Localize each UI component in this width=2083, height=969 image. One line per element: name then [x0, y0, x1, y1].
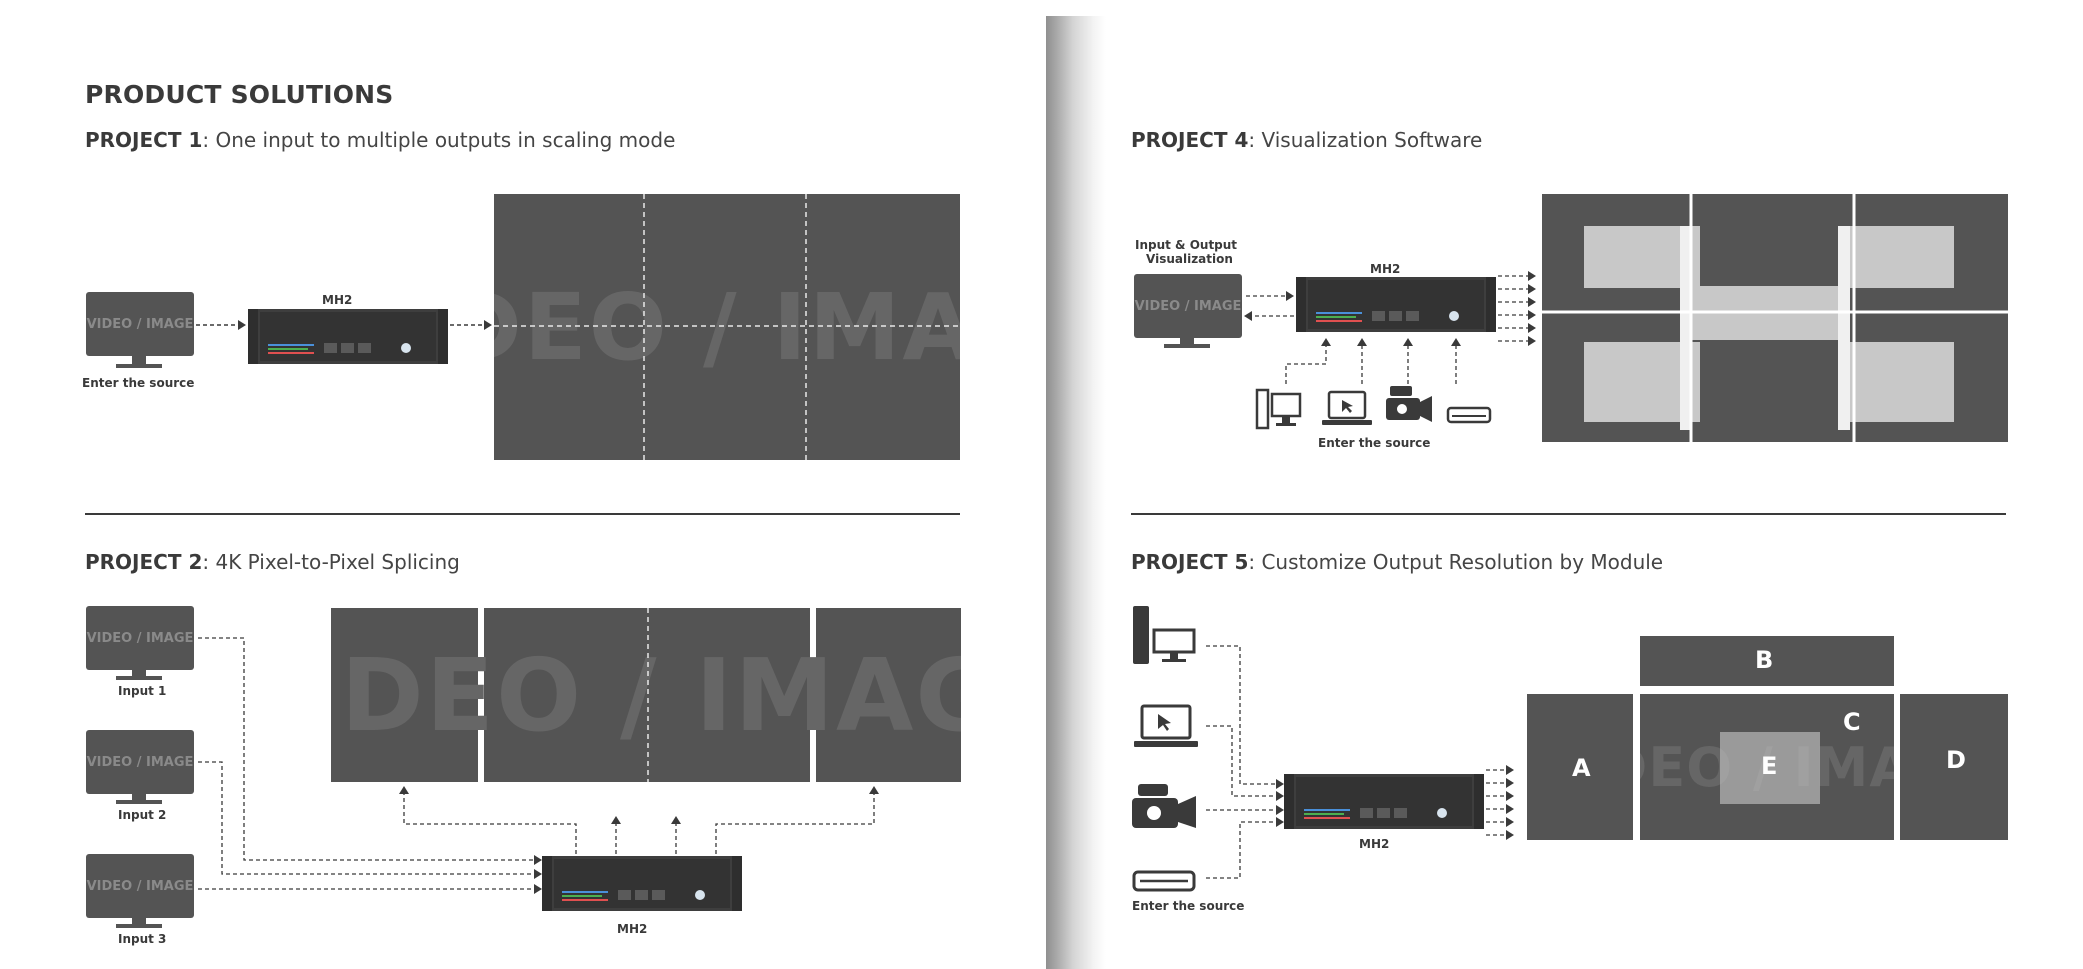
p2-input3-neck	[132, 918, 146, 924]
module-a-label: A	[1572, 754, 1591, 782]
project5-label: PROJECT 5	[1131, 550, 1249, 574]
module-e-label: E	[1761, 752, 1778, 780]
video-camera-icon	[1386, 386, 1432, 422]
p1-wall-grid	[494, 194, 960, 460]
project5-text: : Customize Output Resolution by Module	[1248, 550, 1664, 574]
p2-wall-watermark: VIDEO / IMAGE	[331, 636, 961, 754]
p2-input2-base	[116, 800, 162, 804]
p5-enter-source-label: Enter the source	[1132, 899, 1245, 913]
module-c-label: C	[1843, 708, 1861, 736]
video-camera-icon	[1132, 784, 1196, 828]
p2-wall-panel-3	[816, 608, 961, 782]
p1-source-monitor	[86, 292, 194, 356]
section-heading: PRODUCT SOLUTIONS	[85, 80, 394, 109]
p4-monitor-watermark: VIDEO / IMAGE	[1134, 298, 1242, 314]
module-b-panel	[1640, 636, 1894, 686]
project2-text: : 4K Pixel-to-Pixel Splicing	[202, 550, 460, 574]
p2-input1-base	[116, 676, 162, 680]
project4-label: PROJECT 4	[1131, 128, 1249, 152]
p1-video-wall	[494, 194, 960, 460]
p2-input2-label: Input 2	[118, 808, 167, 822]
project1-text: : One input to multiple outputs in scali…	[202, 128, 676, 152]
p4-mh2-device	[1296, 277, 1496, 332]
p4-monitor-neck	[1180, 338, 1194, 344]
p2-input2-neck	[132, 794, 146, 800]
p2-mh2-label: MH2	[617, 922, 648, 936]
p2-wall-panel-2	[484, 608, 810, 782]
project1-title: PROJECT 1: One input to multiple outputs…	[85, 128, 675, 152]
desktop-computer-icon	[1133, 606, 1196, 664]
p1-monitor-neck	[132, 356, 146, 364]
p2-mh2-device	[542, 856, 742, 911]
module-d-panel	[1900, 694, 2008, 840]
left-page	[0, 0, 1046, 969]
media-player-box-icon	[1132, 870, 1196, 892]
p2-input1-monitor	[86, 606, 194, 670]
p2-wall-grid	[647, 608, 649, 782]
mh2-device-icon	[248, 309, 448, 364]
p1-arrow-out	[450, 320, 492, 330]
project4-text: : Visualization Software	[1248, 128, 1483, 152]
p2-input2-monitor	[86, 730, 194, 794]
mh2-device-icon	[1296, 277, 1496, 332]
p2-input1-watermark: VIDEO / IMAGE	[86, 630, 194, 646]
p5-mh2-device	[1284, 774, 1484, 829]
laptop-icon	[1134, 704, 1198, 747]
p1-mh2-label: MH2	[322, 293, 353, 307]
p4-enter-source-label: Enter the source	[1318, 436, 1431, 450]
left-divider-rule	[85, 513, 960, 515]
p2-connection-lines	[198, 637, 879, 894]
p1-mh2-device	[248, 309, 448, 364]
p4-visualization-label-line2: Visualization	[1146, 252, 1233, 266]
mh2-device-icon	[542, 856, 742, 911]
p2-input3-watermark: VIDEO / IMAGE	[86, 878, 194, 894]
p2-input1-label: Input 1	[118, 684, 167, 698]
p4-monitor-base	[1164, 344, 1210, 348]
p1-monitor-base	[116, 364, 162, 368]
p2-input3-base	[116, 924, 162, 928]
p1-wall-watermark: VIDEO / IMAGE	[494, 273, 960, 381]
p5-mh2-label: MH2	[1359, 837, 1390, 851]
p1-source-watermark: VIDEO / IMAGE	[86, 316, 194, 332]
p1-arrow-in	[196, 320, 246, 330]
module-b-label: B	[1755, 646, 1774, 674]
p1-enter-source-label: Enter the source	[82, 376, 195, 390]
p4-wall-layout	[1542, 194, 2008, 442]
project4-title: PROJECT 4: Visualization Software	[1131, 128, 1482, 152]
media-player-box-icon	[1446, 406, 1492, 424]
desktop-computer-icon	[1255, 388, 1302, 430]
p4-mh2-label: MH2	[1370, 262, 1401, 276]
p2-input2-watermark: VIDEO / IMAGE	[86, 754, 194, 770]
module-a-panel	[1527, 694, 1633, 840]
right-divider-rule	[1131, 513, 2006, 515]
module-e-panel	[1720, 732, 1820, 804]
p2-input3-monitor	[86, 854, 194, 918]
p4-visualization-monitor	[1134, 274, 1242, 338]
project1-label: PROJECT 1	[85, 128, 203, 152]
project5-title: PROJECT 5: Customize Output Resolution b…	[1131, 550, 1663, 574]
p2-input3-label: Input 3	[118, 932, 167, 946]
mh2-device-icon	[1284, 774, 1484, 829]
project2-label: PROJECT 2	[85, 550, 203, 574]
p4-visualization-label-line1: Input & Output	[1135, 238, 1238, 252]
p2-wall-panel-1	[331, 608, 478, 782]
page-gutter-shadow	[1046, 16, 1106, 969]
laptop-icon	[1322, 390, 1372, 425]
project2-title: PROJECT 2: 4K Pixel-to-Pixel Splicing	[85, 550, 460, 574]
module-d-label: D	[1946, 746, 1966, 774]
p2-input1-neck	[132, 670, 146, 676]
